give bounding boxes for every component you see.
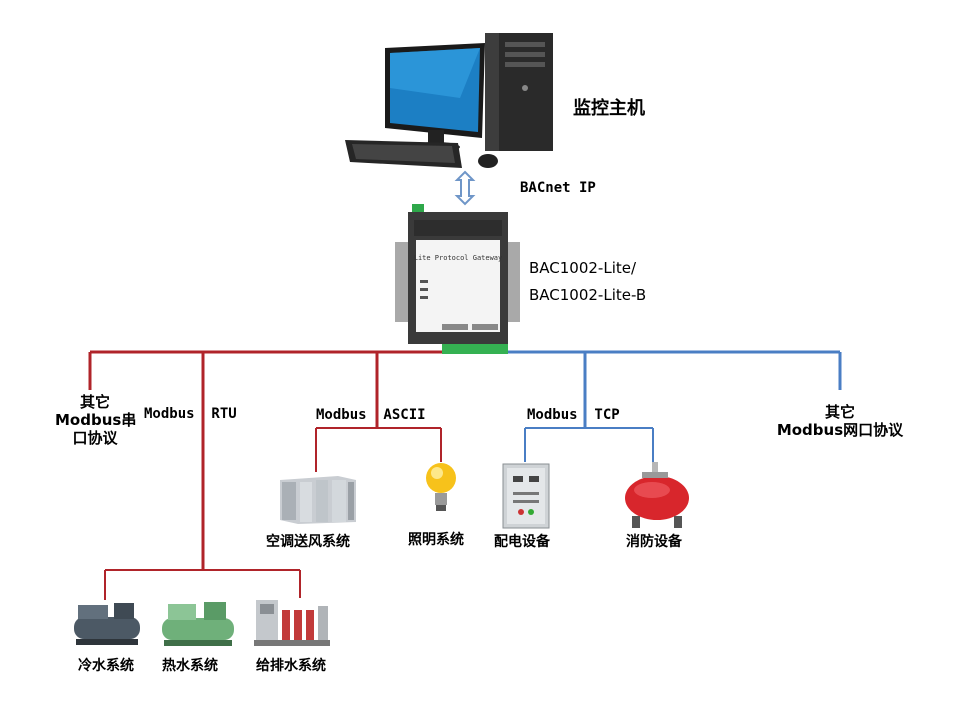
network-other-line1: 其它 xyxy=(824,403,855,421)
bacnet-double-arrow-icon xyxy=(454,170,476,206)
chiller-icon xyxy=(74,603,140,645)
fire-equipment-icon xyxy=(625,462,689,528)
heater-system-label: 热水系统 xyxy=(162,658,218,674)
gateway-panel-text: Lite Protocol Gateway xyxy=(414,254,503,262)
network-other-line2: Modbus网口协议 xyxy=(776,421,904,439)
modbus-rtu-label: Modbus RTU xyxy=(144,406,237,422)
bacnet-ip-label: BACnet IP xyxy=(520,180,596,196)
light-bulb-icon xyxy=(426,463,456,511)
gateway-model-line1: BAC1002-Lite/ xyxy=(529,259,637,277)
serial-other-line3: 口协议 xyxy=(72,429,118,447)
network-bus xyxy=(508,350,842,462)
power-equipment-label: 配电设备 xyxy=(494,534,550,550)
serial-other-line1: 其它 xyxy=(79,393,110,411)
fire-equipment-label: 消防设备 xyxy=(626,534,682,550)
host-label: 监控主机 xyxy=(573,98,645,119)
heater-icon xyxy=(162,602,234,646)
modbus-ascii-label: Modbus ASCII xyxy=(316,407,426,423)
serial-other-line2: Modbus串 xyxy=(55,411,137,429)
network-other-protocol-label: 其它 Modbus网口协议 xyxy=(770,405,910,438)
power-cabinet-icon xyxy=(502,463,550,529)
gateway-device-icon: Lite Protocol Gateway xyxy=(395,204,520,354)
serial-bus xyxy=(88,350,445,600)
serial-other-protocol-label: 其它 Modbus串 口协议 xyxy=(55,393,137,447)
ac-unit-icon xyxy=(280,476,356,524)
water-supply-icon xyxy=(254,600,330,646)
ac-system-label: 空调送风系统 xyxy=(266,534,350,550)
water-system-label: 给排水系统 xyxy=(256,658,326,674)
modbus-tcp-label: Modbus TCP xyxy=(527,407,620,423)
lighting-system-label: 照明系统 xyxy=(408,532,464,548)
gateway-model-line2: BAC1002-Lite-B xyxy=(529,286,647,304)
host-computer-icon xyxy=(345,33,553,168)
chiller-system-label: 冷水系统 xyxy=(78,658,134,674)
